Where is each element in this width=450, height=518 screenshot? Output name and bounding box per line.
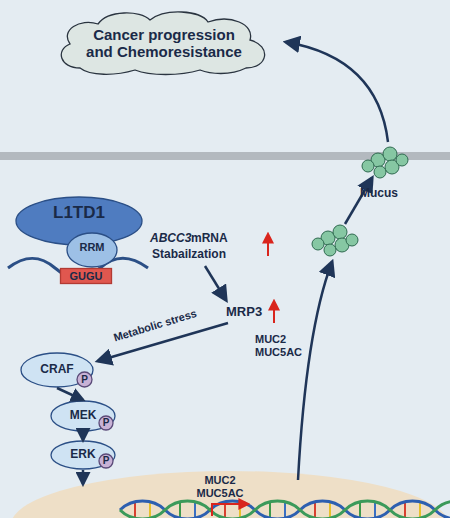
- pathway-arrow: [205, 266, 226, 300]
- node-text: P: [103, 455, 110, 467]
- secretion-arrow: [298, 262, 332, 480]
- phospho-circle: P: [98, 415, 114, 431]
- molecule-label: mRNA: [191, 231, 228, 245]
- node-shape: [99, 416, 113, 430]
- outcome-cloud: Cancer progression and Chemoresistance: [50, 8, 278, 78]
- node-shape: [21, 353, 93, 387]
- pathway-connector: [82, 432, 85, 440]
- node-shape: [51, 401, 115, 431]
- pathway-connector: [82, 470, 85, 484]
- node-text: GUGU: [70, 270, 103, 283]
- condition-label: Metabolic stress: [112, 307, 198, 345]
- node-shape: [61, 269, 112, 284]
- node-shape: [99, 454, 113, 468]
- product-label: MUC2 MUC5AC: [255, 333, 305, 359]
- node-text: ERK: [70, 448, 95, 462]
- pathway-connector: [57, 388, 83, 400]
- phospho-circle: P: [76, 371, 93, 388]
- nucleus-ellipse: MUC2 MUC5AC: [10, 470, 450, 518]
- node-shape: [11, 471, 449, 518]
- node-text: P: [103, 417, 110, 429]
- phospho-circle: P: [98, 453, 114, 469]
- node-text: Cancer progression and Chemoresistance: [79, 26, 249, 61]
- node-shape: [77, 372, 92, 387]
- motif-box: GUGU: [60, 268, 112, 284]
- node-text: MEK: [70, 409, 97, 423]
- progression-arrow: [286, 42, 388, 142]
- kinase-ellipse: ERK P: [50, 440, 116, 470]
- node-shape: [61, 12, 264, 75]
- mucus-cluster: [312, 225, 358, 256]
- node-text: P: [81, 374, 88, 386]
- domain-ellipse: RRM: [66, 232, 118, 268]
- node-text: L1TD1: [53, 203, 105, 223]
- transcription-arrow: [212, 504, 248, 516]
- node-shape: [67, 233, 117, 267]
- protein-label: MRP3: [226, 304, 262, 320]
- increase-arrow: [267, 234, 269, 256]
- dna-helix: [120, 501, 450, 518]
- process-label: Stabailzation: [152, 247, 226, 261]
- kinase-ellipse: CRAF P: [20, 352, 94, 388]
- node-text: CRAF: [40, 363, 73, 377]
- mucus-cluster: [362, 147, 408, 178]
- mucus-label: Mucus: [360, 186, 398, 200]
- node-text: RRM: [79, 241, 104, 254]
- gene-label: ABCC3: [150, 231, 191, 245]
- secretion-arrow: [345, 178, 372, 224]
- node-text: MUC2 MUC5AC: [190, 474, 250, 499]
- node-shape: [51, 441, 115, 469]
- increase-arrow: [273, 301, 275, 323]
- kinase-ellipse: MEK P: [50, 400, 116, 432]
